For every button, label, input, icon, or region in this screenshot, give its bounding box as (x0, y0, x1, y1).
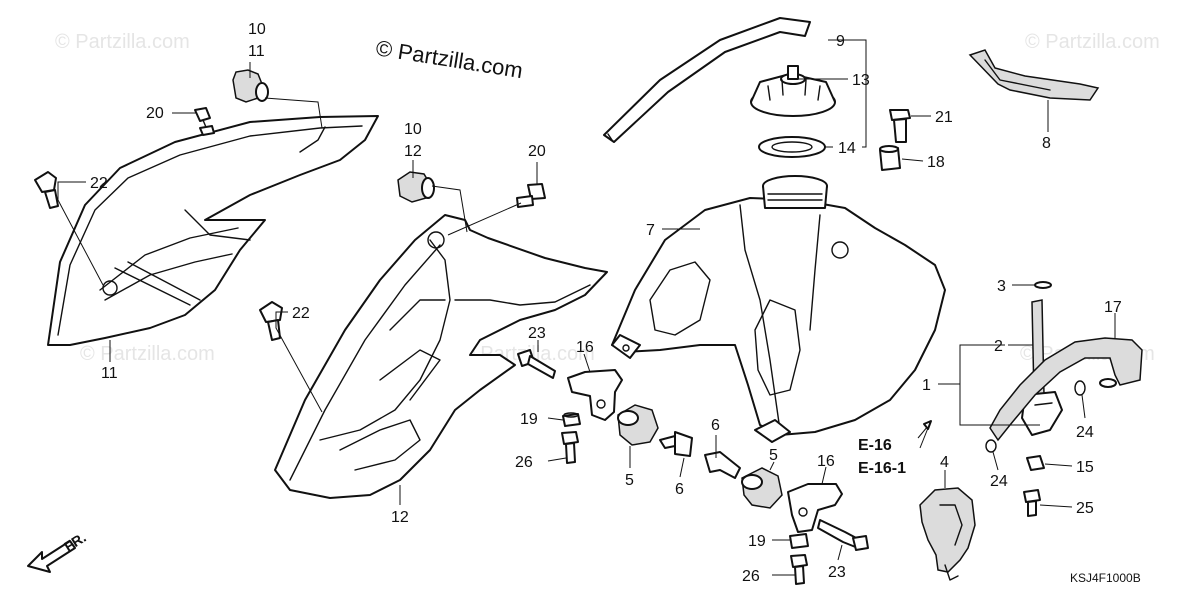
callout-3: 3 (997, 278, 1006, 295)
callout-22: 22 (292, 305, 310, 322)
callout-15: 15 (1076, 459, 1094, 476)
fuel-tube-17 (989, 337, 1143, 442)
callout-20: 20 (528, 143, 546, 160)
bracket-8 (968, 49, 1100, 101)
fuel-cap (750, 65, 836, 117)
callout-13: 13 (852, 72, 870, 89)
collar-6-left (659, 431, 693, 457)
callout-14: 14 (838, 140, 856, 157)
collar-19-right (789, 533, 809, 549)
leader-lines (57, 39, 1116, 576)
collar-6-right (704, 451, 741, 479)
grommet-10-12 (397, 171, 435, 203)
callout-24: 24 (990, 473, 1008, 490)
callout-8: 8 (1042, 135, 1051, 152)
callout-numbers: 10 11 20 22 11 10 12 20 22 12 9 13 14 7 … (90, 21, 1122, 585)
right-shroud (274, 214, 608, 499)
fuel-tank (611, 175, 946, 443)
bolt-26-right (790, 554, 808, 585)
callout-19: 19 (520, 411, 538, 428)
callout-24: 24 (1076, 424, 1094, 441)
watermark: © Partzilla.com (55, 31, 190, 53)
callout-16: 16 (576, 339, 594, 356)
callout-10: 10 (248, 21, 266, 38)
callout-11: 11 (248, 43, 265, 60)
bolt-20-left (194, 107, 215, 136)
nut-15 (1026, 455, 1045, 471)
callout-9: 9 (836, 33, 845, 50)
callout-22: 22 (90, 175, 108, 192)
fuel-cap-gasket (758, 136, 826, 158)
callout-23: 23 (828, 564, 846, 581)
rivet-22-left (34, 171, 59, 209)
callout-26: 26 (742, 568, 760, 585)
callout-20: 20 (146, 105, 164, 122)
callout-2: 2 (994, 338, 1003, 355)
left-shroud (47, 115, 379, 346)
collar-18 (879, 145, 901, 171)
callout-23: 23 (528, 325, 546, 342)
callout-6: 6 (675, 481, 684, 498)
callout-12: 12 (404, 143, 422, 160)
tube-clip-24 (985, 380, 1086, 453)
insulator-4 (919, 487, 976, 581)
callout-17: 17 (1104, 299, 1122, 316)
washer-3 (1034, 281, 1052, 289)
watermark: © Partzilla.com (80, 343, 215, 365)
bolt-23-right (817, 519, 869, 551)
front-arrow-icon (27, 540, 76, 573)
callout-11: 11 (101, 365, 118, 382)
callout-16: 16 (817, 453, 835, 470)
callout-6: 6 (711, 417, 720, 434)
callout-4: 4 (940, 454, 949, 471)
callout-12: 12 (391, 509, 409, 526)
grommet-5-right (741, 467, 783, 509)
callout-18: 18 (927, 154, 945, 171)
callout-21: 21 (935, 109, 953, 126)
callout-1: 1 (922, 377, 931, 394)
callout-26: 26 (515, 454, 533, 471)
collar-19-left (562, 412, 581, 427)
callout-5: 5 (769, 447, 778, 464)
bolt-20-mid (516, 183, 546, 208)
callout-25: 25 (1076, 500, 1094, 517)
bolt-25 (1023, 489, 1041, 517)
callout-7: 7 (646, 222, 655, 239)
bolt-26-left (561, 431, 579, 464)
reference-e16-1: E-16-1 (858, 460, 906, 477)
callout-5: 5 (625, 472, 634, 489)
grommet-5-left (617, 404, 659, 446)
rivet-22-mid (259, 301, 283, 341)
bracket-16-right (787, 483, 843, 533)
bracket-16-left (567, 369, 623, 421)
reference-e16: E-16 (858, 437, 892, 454)
callout-10: 10 (404, 121, 422, 138)
bolt-23-left (517, 349, 556, 379)
watermark: © Partzilla.com (1025, 31, 1160, 53)
front-direction-indicator: FR. (27, 529, 89, 573)
diagram-code: KSJ4F1000B (1070, 571, 1141, 585)
callout-19: 19 (748, 533, 766, 550)
reference-arrowhead (923, 420, 932, 430)
bolt-21 (889, 109, 911, 143)
copyright-text: © Partzilla.com (374, 35, 524, 83)
grommet-10-11 (232, 69, 269, 103)
breather-tube (603, 17, 811, 143)
section-references: E-16 E-16-1 (858, 420, 932, 477)
